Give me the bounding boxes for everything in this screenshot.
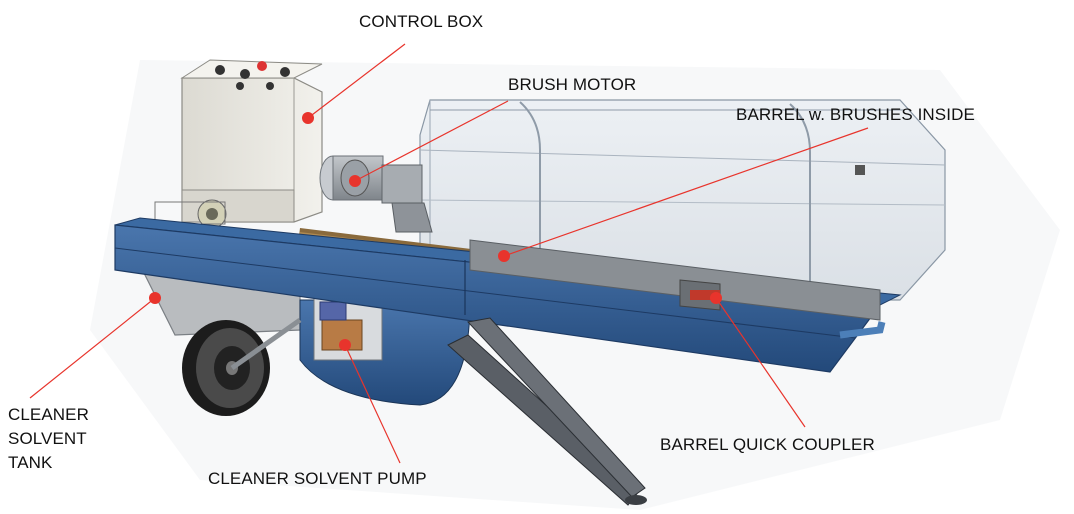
callout-dot-brush-motor [349, 175, 361, 187]
support-leg [447, 317, 647, 506]
label-tank-line-2: SOLVENT [8, 429, 87, 448]
label-tank-line-3: TANK [8, 453, 53, 472]
callout-dot-coupler [710, 292, 722, 304]
control-box [180, 59, 323, 223]
callout-dot-pump [339, 339, 351, 351]
callout-lines [29, 43, 869, 464]
label-barrel-quick-coupler: BARREL QUICK COUPLER [660, 435, 875, 454]
label-tank-line-1: CLEANER [8, 405, 90, 424]
label-cleaner-solvent-pump: CLEANER SOLVENT PUMP [208, 469, 427, 488]
callout-dots [149, 112, 722, 351]
callout-dot-tank [149, 292, 161, 304]
label-barrel-brushes: BARREL w. BRUSHES INSIDE [736, 105, 975, 124]
label-cleaner-solvent-tank: CLEANER SOLVENT TANK [8, 403, 108, 475]
label-brush-motor: BRUSH MOTOR [508, 75, 637, 94]
callout-dot-barrel [498, 250, 510, 262]
pump-housing [299, 297, 471, 406]
steel-channel [469, 239, 881, 321]
return-pipe [839, 321, 886, 339]
callout-dot-control-box [302, 112, 314, 124]
label-control-box: CONTROL BOX [359, 12, 484, 31]
wheel [182, 317, 302, 416]
